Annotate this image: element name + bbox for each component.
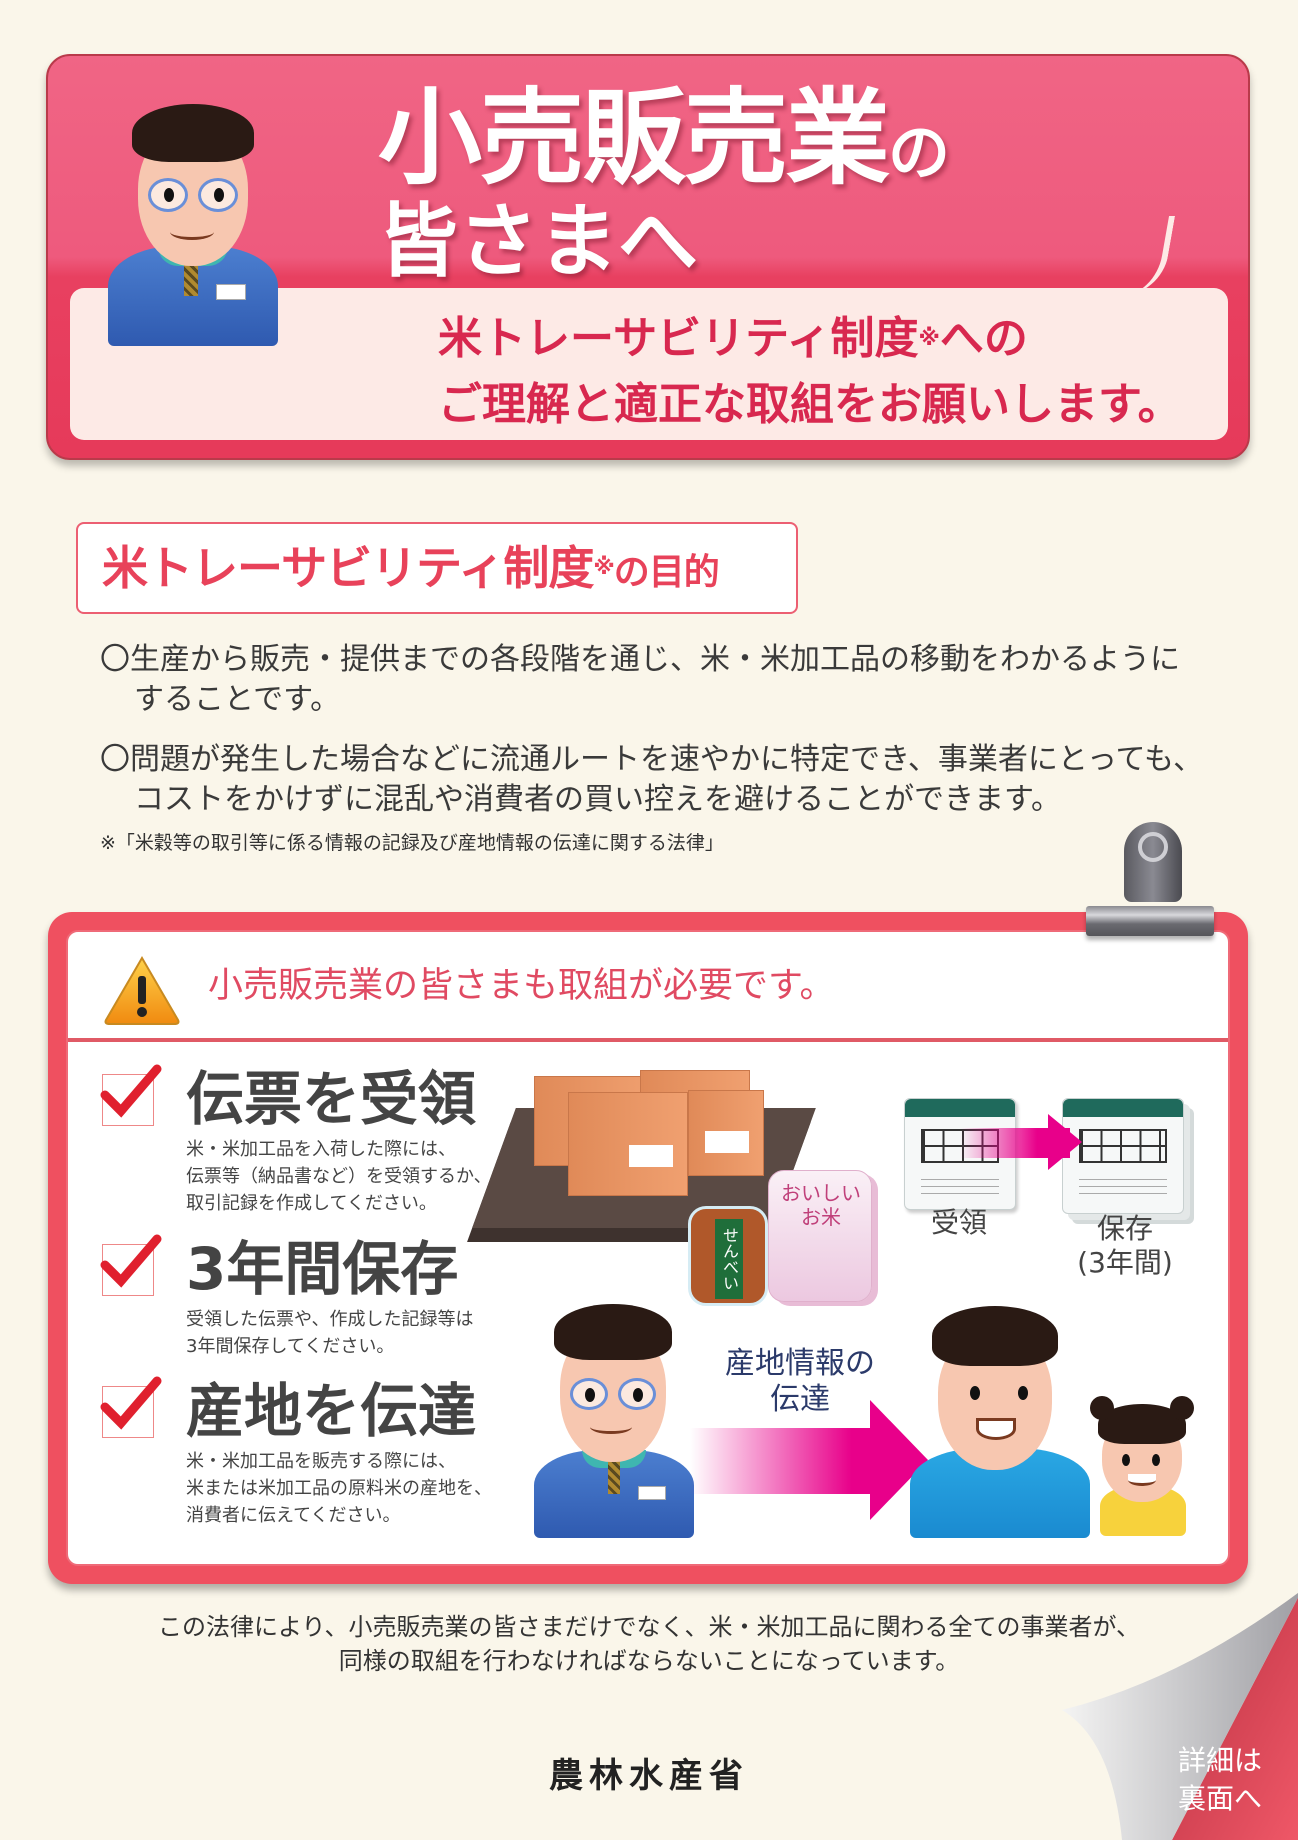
purpose-heading-text: 米トレーサビリティ制度 (102, 541, 594, 595)
item-description: 受領した伝票や、作成した記録等は 3年間保存してください。 (186, 1306, 473, 1360)
desc-line: 米・米加工品を入荷した際には、 (186, 1139, 456, 1160)
info-label-line: 産地情報の (725, 1346, 875, 1381)
rice-package-icon: おいしい お米 (768, 1170, 872, 1302)
item-title: 伝票を受領 (186, 1065, 477, 1133)
shopkeeper-illustration (98, 96, 288, 346)
title-main: 小売販売業 (378, 77, 890, 199)
binder-clip-bar (1086, 906, 1214, 936)
banner-subtitle: 米トレーサビリティ制度※への ご理解と適正な取組をお願いします。 (438, 306, 1182, 438)
arrow-head-icon (1048, 1114, 1082, 1170)
subtitle-text-post: への (939, 313, 1028, 364)
paragraph-line: コストをかけずに混乱や消費者の買い控えを避けることができます。 (134, 782, 1061, 817)
page-turn-corner[interactable] (1062, 1590, 1298, 1840)
item-title: 産地を伝達 (186, 1377, 477, 1445)
footnote-mark: ※ (918, 326, 940, 351)
customer-child-illustration (1086, 1396, 1196, 1536)
receive-label: 受領 (930, 1206, 987, 1239)
page-turn-line: 詳細は (1178, 1744, 1263, 1777)
desc-line: 取引記録を作成してください。 (186, 1193, 437, 1214)
checkbox-checked-icon (100, 1064, 162, 1126)
warning-icon (104, 956, 180, 1025)
purpose-heading-box: 米トレーサビリティ制度※の目的 (76, 522, 798, 614)
banner-title: 小売販売業の (378, 86, 950, 205)
title-particle: の (888, 116, 950, 189)
paragraph-line: 〇生産から販売・提供までの各段階を通じ、米・米加工品の移動をわかるように (100, 642, 1180, 677)
shopkeeper-illustration-small (530, 1300, 700, 1540)
cardboard-box-icon (568, 1092, 688, 1196)
law-notice: この法律により、小売販売業の皆さまだけでなく、米・米加工品に関わる全ての事業者が… (0, 1610, 1298, 1678)
item-description: 米・米加工品を販売する際には、 米または米加工品の原料米の産地を、 消費者に伝え… (186, 1448, 492, 1529)
purpose-heading-post: の目的 (613, 552, 720, 593)
desc-line: 伝票等（納品書など）を受領するか、 (186, 1166, 492, 1187)
speech-bubble-tail (1100, 216, 1176, 296)
page-turn-line: 裏面へ (1178, 1782, 1263, 1815)
purpose-heading: 米トレーサビリティ制度※の目的 (102, 538, 720, 603)
big-arrow-right-icon (690, 1428, 880, 1494)
senbei-label: せんべい (715, 1219, 743, 1299)
senbei-package-icon: せんべい (688, 1206, 768, 1306)
origin-info-label: 産地情報の 伝達 (710, 1346, 890, 1418)
checkbox-checked-icon (100, 1234, 162, 1296)
page-turn-label[interactable]: 詳細は 裏面へ (1178, 1742, 1262, 1818)
rice-label: おいしい お米 (781, 1181, 861, 1229)
law-notice-line: 同様の取組を行わなければならないことになっています。 (338, 1647, 960, 1675)
card-header: 小売販売業の皆さまも取組が必要です。 (68, 932, 1228, 1042)
info-label-line: 伝達 (770, 1382, 830, 1417)
purpose-paragraph-1: 〇生産から販売・提供までの各段階を通じ、米・米加工品の移動をわかるように するこ… (100, 640, 1260, 720)
desc-line: 受領した伝票や、作成した記録等は (186, 1309, 474, 1330)
paragraph-line: 〇問題が発生した場合などに流通ルートを速やかに特定でき、事業者にとっても、 (100, 742, 1204, 777)
cardboard-box-icon (688, 1090, 764, 1176)
store-period: (3年間) (1077, 1246, 1173, 1279)
desc-line: 米・米加工品を販売する際には、 (186, 1451, 456, 1472)
purpose-paragraph-2: 〇問題が発生した場合などに流通ルートを速やかに特定でき、事業者にとっても、 コス… (100, 740, 1260, 820)
law-notice-line: この法律により、小売販売業の皆さまだけでなく、米・米加工品に関わる全ての事業者が… (157, 1613, 1141, 1641)
store-label: 保存 (3年間) (1060, 1212, 1190, 1280)
banner-title-line2: 皆さまへ (378, 195, 698, 288)
ministry-name: 農林水産省 (549, 1756, 749, 1796)
checkbox-checked-icon (100, 1376, 162, 1438)
desc-line: 米または米加工品の原料米の産地を、 (186, 1478, 492, 1499)
warning-message: 小売販売業の皆さまも取組が必要です。 (208, 966, 835, 1006)
item-title: 3年間保存 (186, 1235, 459, 1303)
subtitle-line2: ご理解と適正な取組をお願いします。 (438, 379, 1182, 430)
desc-line: 3年間保存してください。 (186, 1336, 395, 1357)
footnote-mark: ※ (593, 555, 614, 580)
store-label-text: 保存 (1096, 1212, 1153, 1245)
subtitle-text: 米トレーサビリティ制度 (438, 313, 919, 364)
header-banner: 小売販売業の 皆さまへ 米トレーサビリティ制度※への ご理解と適正な取組をお願い… (46, 54, 1250, 460)
law-footnote: ※「米穀等の取引等に係る情報の記録及び産地情報の伝達に関する法律」 (100, 832, 724, 854)
paragraph-line: することです。 (134, 682, 341, 717)
customer-father-illustration (900, 1300, 1100, 1540)
desc-line: 消費者に伝えてください。 (186, 1505, 401, 1526)
binder-clip-ring (1138, 832, 1168, 862)
item-description: 米・米加工品を入荷した際には、 伝票等（納品書など）を受領するか、 取引記録を作… (186, 1136, 492, 1217)
